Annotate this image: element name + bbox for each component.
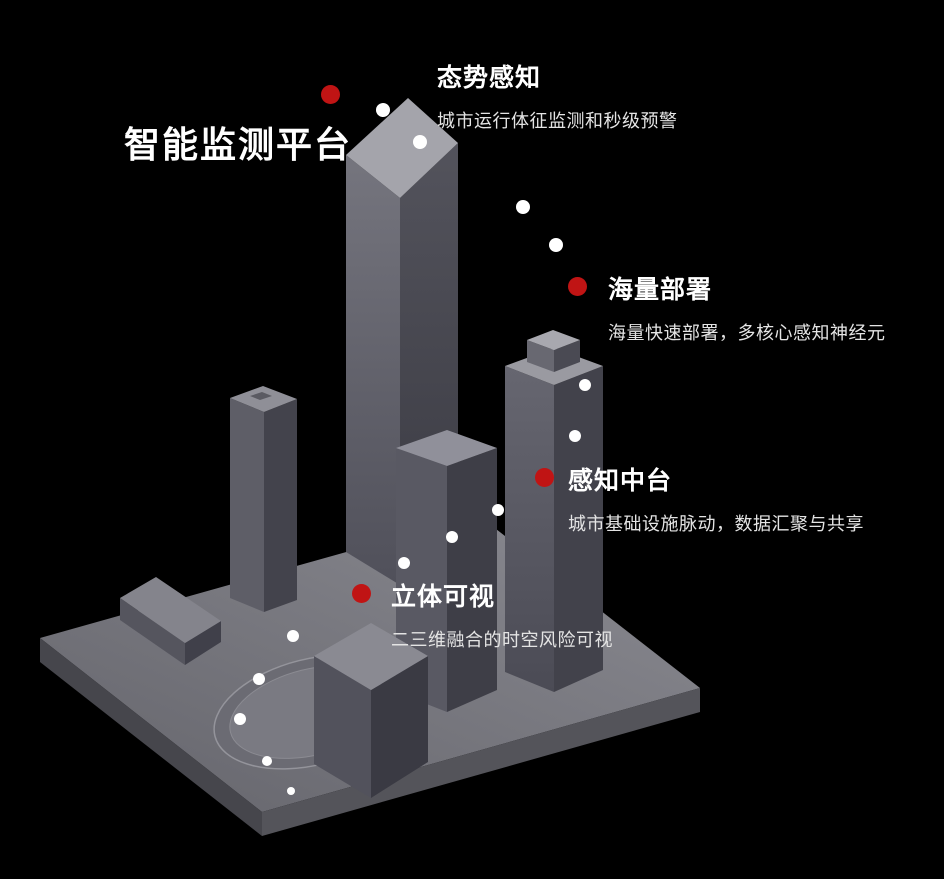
callout-heading: 海量部署: [608, 275, 713, 304]
callout-situational-awareness: 态势感知 城市运行体征监测和秒级预警: [437, 58, 678, 133]
callout-subtitle: 二三维融合的时空风险可视: [391, 630, 613, 651]
building-front-roof: [314, 623, 428, 690]
trail-dot: [549, 238, 563, 252]
base-side-left: [40, 638, 262, 836]
callout-perception-platform: 感知中台 城市基础设施脉动，数据汇聚与共享: [568, 461, 864, 536]
callout-subtitle: 海量快速部署，多核心感知神经元: [608, 323, 886, 344]
tower-tall-roof: [346, 98, 458, 198]
base-side-right: [262, 688, 700, 836]
trail-dot: [287, 630, 299, 642]
callout-subtitle: 城市运行体征监测和秒级预警: [437, 111, 678, 132]
marker-situational-awareness-dot: [321, 85, 340, 104]
slab-left-face: [120, 598, 185, 665]
building-slab-left: [120, 577, 221, 665]
penthouse-right-face: [554, 340, 580, 372]
tower-small-roof-notch: [250, 392, 272, 400]
trail-dot: [253, 673, 265, 685]
tower-mid-roof: [396, 430, 497, 466]
tower-small-left-face: [230, 398, 264, 612]
tower-right-right-face: [554, 366, 603, 692]
marker-perception-platform-dot: [535, 468, 554, 487]
tower-small-left: [230, 386, 297, 612]
trail-dot: [492, 504, 504, 516]
page-title: 智能监测平台: [124, 125, 353, 166]
trail-dot: [262, 756, 272, 766]
callout-subtitle: 城市基础设施脉动，数据汇聚与共享: [568, 514, 864, 535]
penthouse-roof: [527, 330, 580, 350]
tower-small-right-face: [264, 399, 297, 612]
building-front-left-face: [314, 656, 371, 798]
building-front-right-face: [371, 656, 428, 798]
trail-dot: [516, 200, 530, 214]
callout-heading: 感知中台: [568, 466, 673, 495]
tower-small-roof: [230, 386, 297, 412]
trail-dot: [234, 713, 246, 725]
penthouse-left-face: [527, 340, 554, 372]
callout-heading: 立体可视: [391, 582, 496, 611]
tower-mid-right-face: [447, 448, 497, 712]
marker-3d-visualization-dot: [352, 584, 371, 603]
building-front: [314, 623, 428, 798]
slab-roof: [120, 577, 221, 643]
tower-right: [505, 330, 603, 692]
trail-dot: [376, 103, 390, 117]
trail-dot: [398, 557, 410, 569]
callout-3d-visualization: 立体可视 二三维融合的时空风险可视: [391, 577, 613, 652]
marker-mass-deployment-dot: [568, 277, 587, 296]
tower-right-left-face: [505, 366, 554, 692]
callout-heading: 态势感知: [437, 63, 542, 92]
trail-dot: [413, 135, 427, 149]
trail-dot: [446, 531, 458, 543]
slab-right-face: [185, 621, 221, 665]
trail-dot: [287, 787, 295, 795]
callout-mass-deployment: 海量部署 海量快速部署，多核心感知神经元: [608, 270, 886, 345]
tower-tall-left-face: [346, 155, 400, 585]
trail-dot: [579, 379, 591, 391]
trail-dot: [569, 430, 581, 442]
